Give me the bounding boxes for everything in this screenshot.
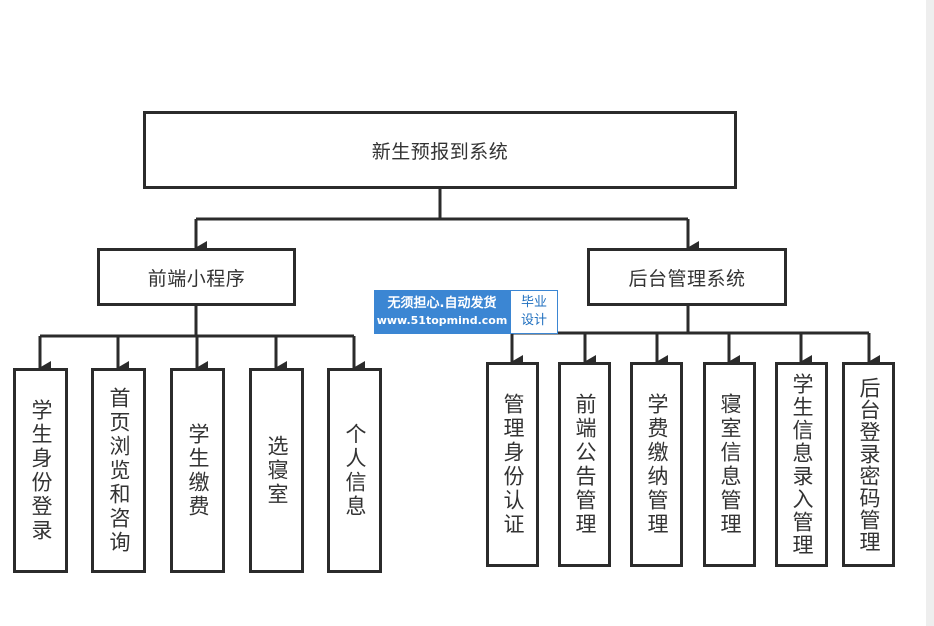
root-node: 新生预报到系统 [143, 111, 737, 189]
leaf-node-label: 后台登录密码管理 [857, 376, 881, 553]
leaf-node-label: 学费缴纳管理 [645, 392, 669, 537]
root-node-label: 新生预报到系统 [371, 140, 509, 163]
leaf-node-label: 学生缴费 [186, 422, 210, 519]
branch-node-label: 前端小程序 [147, 267, 246, 290]
watermark-text-block: 无须担心.自动发货 www.51topmind.com [374, 290, 510, 334]
right-edge-scrollbar [926, 0, 934, 626]
leaf-node-label: 选寝室 [265, 434, 289, 507]
watermark-slogan: 无须担心.自动发货 [387, 296, 497, 311]
leaf-node-label: 管理身份认证 [501, 392, 525, 537]
leaf-node: 寝室信息管理 [703, 362, 756, 567]
leaf-node: 个人信息 [327, 368, 382, 573]
leaf-node: 学生身份登录 [13, 368, 68, 573]
watermark-label-line1: 毕业 [520, 295, 547, 310]
leaf-node-label: 寝室信息管理 [718, 392, 742, 537]
branch-node-admin-system: 后台管理系统 [587, 248, 787, 306]
leaf-node-label: 学生身份登录 [29, 398, 53, 543]
leaf-node: 后台登录密码管理 [842, 362, 895, 567]
leaf-node-label: 前端公告管理 [573, 392, 597, 537]
branch-node-label: 后台管理系统 [628, 267, 746, 290]
leaf-node-label: 个人信息 [343, 422, 367, 519]
leaf-node: 首页浏览和咨询 [91, 368, 146, 573]
leaf-node-label: 学生信息录入管理 [790, 372, 814, 557]
leaf-node: 学生信息录入管理 [775, 362, 828, 567]
watermark-url: www.51topmind.com [376, 314, 508, 327]
watermark-label-line2: 设计 [520, 313, 547, 328]
leaf-node: 管理身份认证 [486, 362, 539, 567]
leaf-node: 前端公告管理 [558, 362, 611, 567]
watermark-label: 毕业 设计 [510, 290, 558, 334]
leaf-node: 学生缴费 [170, 368, 225, 573]
leaf-node: 学费缴纳管理 [630, 362, 683, 567]
watermark-badge: 无须担心.自动发货 www.51topmind.com 毕业 设计 [374, 290, 558, 334]
leaf-node-label: 首页浏览和咨询 [107, 386, 131, 555]
leaf-node: 选寝室 [249, 368, 304, 573]
branch-node-mini-program: 前端小程序 [97, 248, 296, 306]
